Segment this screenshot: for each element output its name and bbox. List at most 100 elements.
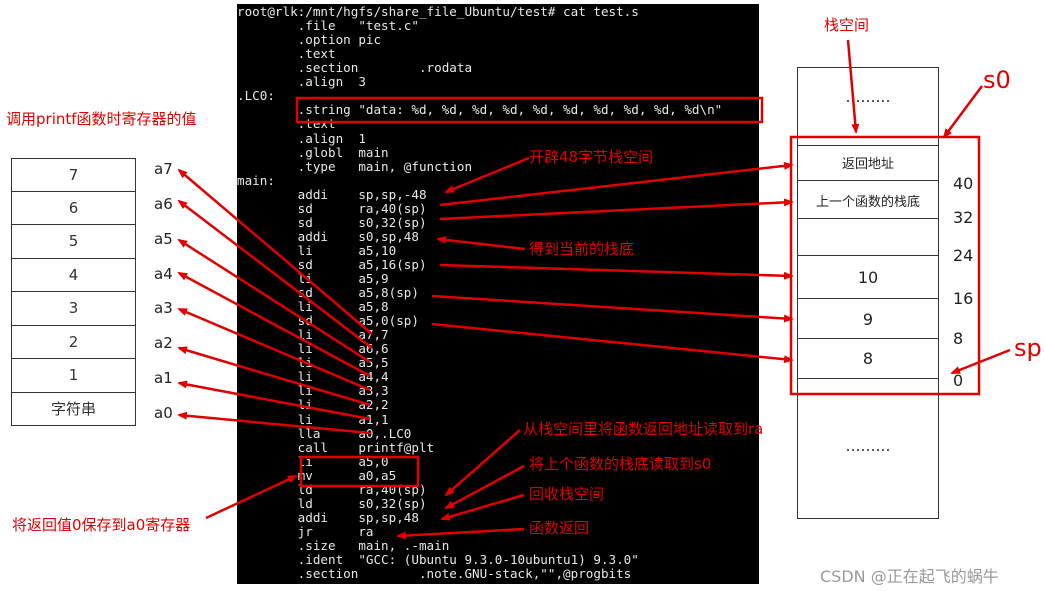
code-line: addi s0,sp,48: [237, 228, 419, 244]
arrow-a1: [177, 380, 371, 421]
code-line: addi sp,sp,48: [237, 509, 419, 525]
stack-row-line: [797, 378, 939, 379]
annotation-current-frame: 得到当前的栈底: [529, 240, 635, 258]
arrow-sp: [950, 348, 1011, 375]
arrow-a6: [177, 199, 373, 349]
stack-row-line: [797, 298, 939, 299]
register-label: a0: [154, 403, 173, 422]
arrow-return: [396, 527, 525, 540]
stack-row-line: [797, 218, 939, 219]
code-line: jr ra: [237, 523, 374, 539]
code-line: sd a5,16(sp): [237, 256, 427, 272]
code-line: .section .rodata: [237, 60, 473, 76]
code-line: li a5,8: [237, 299, 389, 315]
register-label: a7: [154, 160, 173, 178]
code-line: .type main, @function: [237, 158, 473, 174]
watermark: CSDN @正在起飞的蜗牛: [820, 567, 999, 586]
stack-row-line: [797, 255, 939, 256]
code-line: main:: [237, 172, 275, 188]
stack-cell-value-8: 8: [862, 349, 874, 368]
register-cell: 3: [11, 292, 136, 326]
register-cell: 1: [11, 359, 136, 393]
code-line: .ident "GCC: (Ubuntu 9.3.0-10ubuntu1) 9.…: [237, 552, 639, 567]
arrow-8-to-stack: [431, 322, 794, 364]
arrow-9-to-stack: [431, 294, 794, 323]
stack-bottom-ellipsis: ………: [845, 437, 891, 455]
stack-cell-return-address: 返回地址: [841, 157, 894, 172]
stack-frame-highlight: [789, 135, 981, 396]
code-line: .size main, .-main: [237, 537, 450, 553]
register-label: a4: [154, 264, 173, 283]
arrow-alloc: [444, 156, 530, 194]
arrow-save-return: [205, 474, 298, 520]
code-line: li a5,10: [237, 242, 397, 258]
register-label: a3: [154, 299, 173, 318]
offset-label: 16: [953, 289, 974, 308]
code-line: ld s0,32(sp): [237, 495, 427, 511]
code-line: .LC0:: [237, 88, 275, 104]
code-line: .text: [237, 116, 336, 132]
code-line: call printf@plt: [237, 439, 435, 455]
code-line: li a1,1: [237, 411, 389, 427]
register-cell: 5: [11, 225, 136, 259]
offset-label: 40: [953, 174, 974, 193]
arrow-current-frame: [436, 235, 526, 251]
code-line: .string "data: %d, %d, %d, %d, %d, %d, %…: [237, 102, 723, 118]
string-highlight-box: [295, 96, 764, 124]
offset-label: 32: [953, 208, 974, 227]
arrow-free: [440, 493, 525, 521]
annotation-return: 函数返回: [529, 519, 590, 537]
annotation-load-ra: 从栈空间里将函数返回地址读取到ra: [523, 420, 764, 438]
code-line: sd ra,40(sp): [237, 200, 427, 216]
annotation-free-stack: 回收栈空间: [529, 485, 605, 503]
arrow-ra-to-stack: [439, 161, 794, 207]
code-line: .file "test.c": [237, 18, 419, 34]
stack-cell-prev-frame: 上一个函数的栈底: [815, 195, 920, 210]
offset-label: 8: [953, 329, 964, 348]
code-line: .section .note.GNU-stack,"",@progbits: [237, 566, 632, 581]
arrow-s0-to-stack: [439, 198, 794, 221]
register-cell: 字符串: [11, 392, 136, 426]
code-line: sd s0,32(sp): [237, 214, 427, 230]
code-line: root@rlk:/mnt/hgfs/share_file_Ubuntu/tes…: [237, 4, 639, 19]
arrow-load-ra: [444, 429, 521, 497]
code-line: addi sp,sp,-48: [237, 186, 427, 202]
code-line: .text: [237, 46, 336, 62]
registers-title: 调用printf函数时寄存器的值: [6, 110, 197, 128]
register-cell: 2: [11, 325, 136, 359]
offset-label: 24: [953, 246, 974, 265]
arrow-a3: [177, 307, 371, 392]
arrow-load-s0: [444, 464, 525, 510]
sp-label: sp: [1014, 334, 1042, 362]
register-label: a2: [154, 334, 173, 353]
register-cell: 7: [11, 158, 136, 192]
stack-frame-box: [797, 67, 939, 519]
arrow-stack-title: [846, 39, 860, 134]
stack-top-ellipsis: ………: [845, 88, 891, 106]
code-line: .option pic: [237, 32, 382, 48]
offset-label: 0: [953, 371, 964, 390]
arrow-10-to-stack: [439, 263, 794, 280]
code-line: .align 1: [237, 130, 366, 146]
stack-row-line: [797, 338, 939, 339]
annotation-save-return-value: 将返回值0保存到a0寄存器: [12, 516, 191, 534]
code-line: lla a0,.LC0: [237, 425, 412, 441]
stack-row-line: [797, 180, 939, 181]
annotation-load-s0: 将上个函数的栈底读取到s0: [529, 455, 712, 473]
code-line: sd a5,8(sp): [237, 285, 419, 300]
arrow-a7: [177, 168, 373, 335]
register-cell: 6: [11, 191, 136, 225]
arrow-a0: [177, 411, 371, 435]
register-label: a6: [154, 194, 173, 213]
code-line: .globl main: [237, 144, 389, 160]
register-label: a5: [154, 229, 173, 248]
code-line: .align 3: [237, 74, 366, 90]
register-cell: 4: [11, 258, 136, 292]
stack-cell-value-9: 9: [862, 310, 874, 329]
arrow-a2: [177, 346, 371, 407]
register-label: a1: [154, 369, 173, 388]
li-mv-highlight-box: [299, 455, 420, 488]
code-line: li a6,6: [237, 341, 389, 357]
